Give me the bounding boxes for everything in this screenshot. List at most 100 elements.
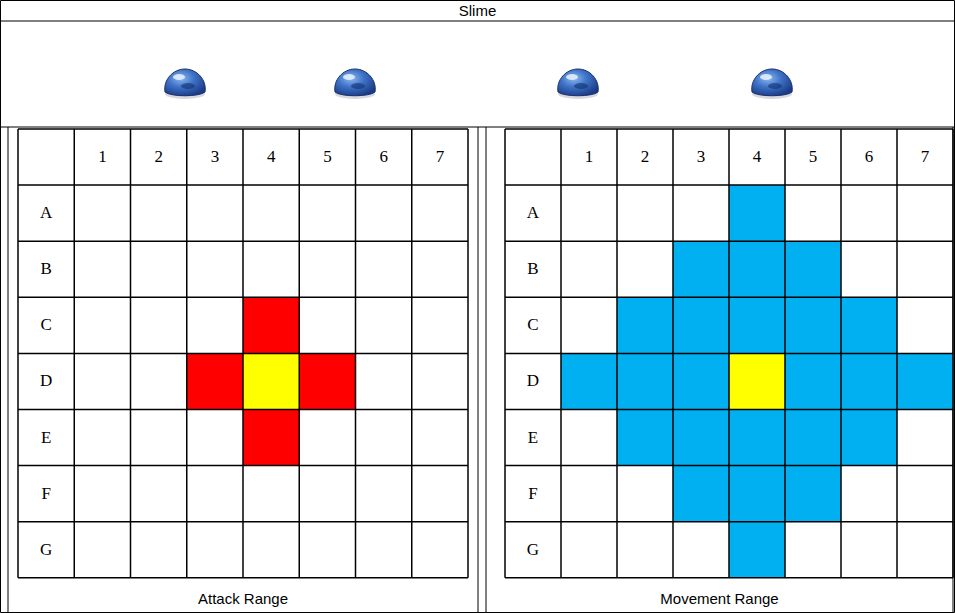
range-cell [729, 466, 785, 522]
column-number: 7 [897, 129, 953, 185]
slime-icons [165, 69, 793, 99]
row-letter: D [18, 353, 74, 409]
frame-line [1, 612, 955, 613]
range-cell [841, 297, 897, 353]
range-cell [897, 353, 953, 409]
range-cell [243, 353, 299, 409]
range-cell [187, 353, 243, 409]
grid-line [18, 409, 468, 411]
grid-line [411, 129, 413, 578]
column-number: 1 [74, 129, 130, 185]
column-number: 3 [187, 129, 243, 185]
row-letter: B [505, 241, 561, 297]
grid-caption: Movement Range [486, 586, 953, 610]
frame-line [486, 127, 487, 613]
row-letter: B [18, 241, 74, 297]
slime-body [165, 69, 206, 96]
grid-line [952, 129, 954, 578]
range-cell [729, 241, 785, 297]
range-cell [673, 297, 729, 353]
range-cell [785, 410, 841, 466]
range-cell [617, 410, 673, 466]
slime-core [351, 83, 365, 89]
column-number: 4 [729, 129, 785, 185]
row-letter: F [505, 466, 561, 522]
range-cell [617, 353, 673, 409]
row-letter: F [18, 466, 74, 522]
row-letter: A [18, 185, 74, 241]
slime-icon [752, 69, 793, 99]
column-number: 2 [617, 129, 673, 185]
title-text: Slime [0, 1, 955, 20]
grid-line [840, 129, 842, 578]
column-number: 5 [785, 129, 841, 185]
move-grid [505, 129, 953, 578]
slime-core [181, 83, 195, 89]
range-cell [673, 353, 729, 409]
grid-caption: Attack Range [8, 586, 478, 610]
slime-highlight [173, 74, 185, 80]
row-letter: G [18, 522, 74, 578]
column-number: 7 [412, 129, 468, 185]
grid-line [505, 409, 953, 411]
grid-line [355, 129, 357, 578]
slime-core [574, 83, 588, 89]
slime-core [768, 83, 782, 89]
frame-line [8, 127, 9, 613]
range-cell [561, 353, 617, 409]
frame-line [954, 1, 955, 613]
slime-highlight [566, 74, 578, 80]
range-cell [841, 353, 897, 409]
column-number: 5 [299, 129, 355, 185]
row-letter: E [505, 410, 561, 466]
range-cell [785, 353, 841, 409]
slime-body [558, 69, 599, 96]
attack-grid [18, 129, 468, 578]
range-cell [729, 353, 785, 409]
frame-line [478, 127, 479, 613]
frame-line [0, 1, 1, 613]
range-cell [729, 410, 785, 466]
grid-line [299, 129, 301, 578]
slime-icon [165, 69, 206, 99]
column-number: 3 [673, 129, 729, 185]
slime-highlight [760, 74, 772, 80]
grid-line [18, 577, 468, 579]
slime-body [335, 69, 376, 96]
slime-body [752, 69, 793, 96]
range-cell [673, 410, 729, 466]
row-letter: D [505, 353, 561, 409]
grid-line [505, 465, 953, 467]
slime-highlight [343, 74, 355, 80]
row-letter: A [505, 185, 561, 241]
range-cell [729, 522, 785, 578]
grid-line [18, 465, 468, 467]
frame-line [1, 0, 955, 1]
range-cell [243, 410, 299, 466]
range-cell [673, 241, 729, 297]
grid-line [505, 353, 953, 355]
range-cell [841, 410, 897, 466]
range-cell [299, 353, 355, 409]
row-letter: C [18, 297, 74, 353]
grid-line [505, 577, 953, 579]
row-letter: C [505, 297, 561, 353]
range-cell [673, 466, 729, 522]
row-letter: E [18, 410, 74, 466]
grid-line [18, 353, 468, 355]
range-cell [785, 297, 841, 353]
column-number: 2 [131, 129, 187, 185]
grid-line [784, 129, 786, 578]
grid-line [467, 129, 469, 578]
range-cell [729, 185, 785, 241]
grid-line [505, 521, 953, 523]
range-cell [617, 297, 673, 353]
grid-line [896, 129, 898, 578]
column-number: 1 [561, 129, 617, 185]
range-cell [785, 241, 841, 297]
grid-line [18, 521, 468, 523]
column-number: 6 [841, 129, 897, 185]
slime-icon [558, 69, 599, 99]
range-cell [785, 466, 841, 522]
